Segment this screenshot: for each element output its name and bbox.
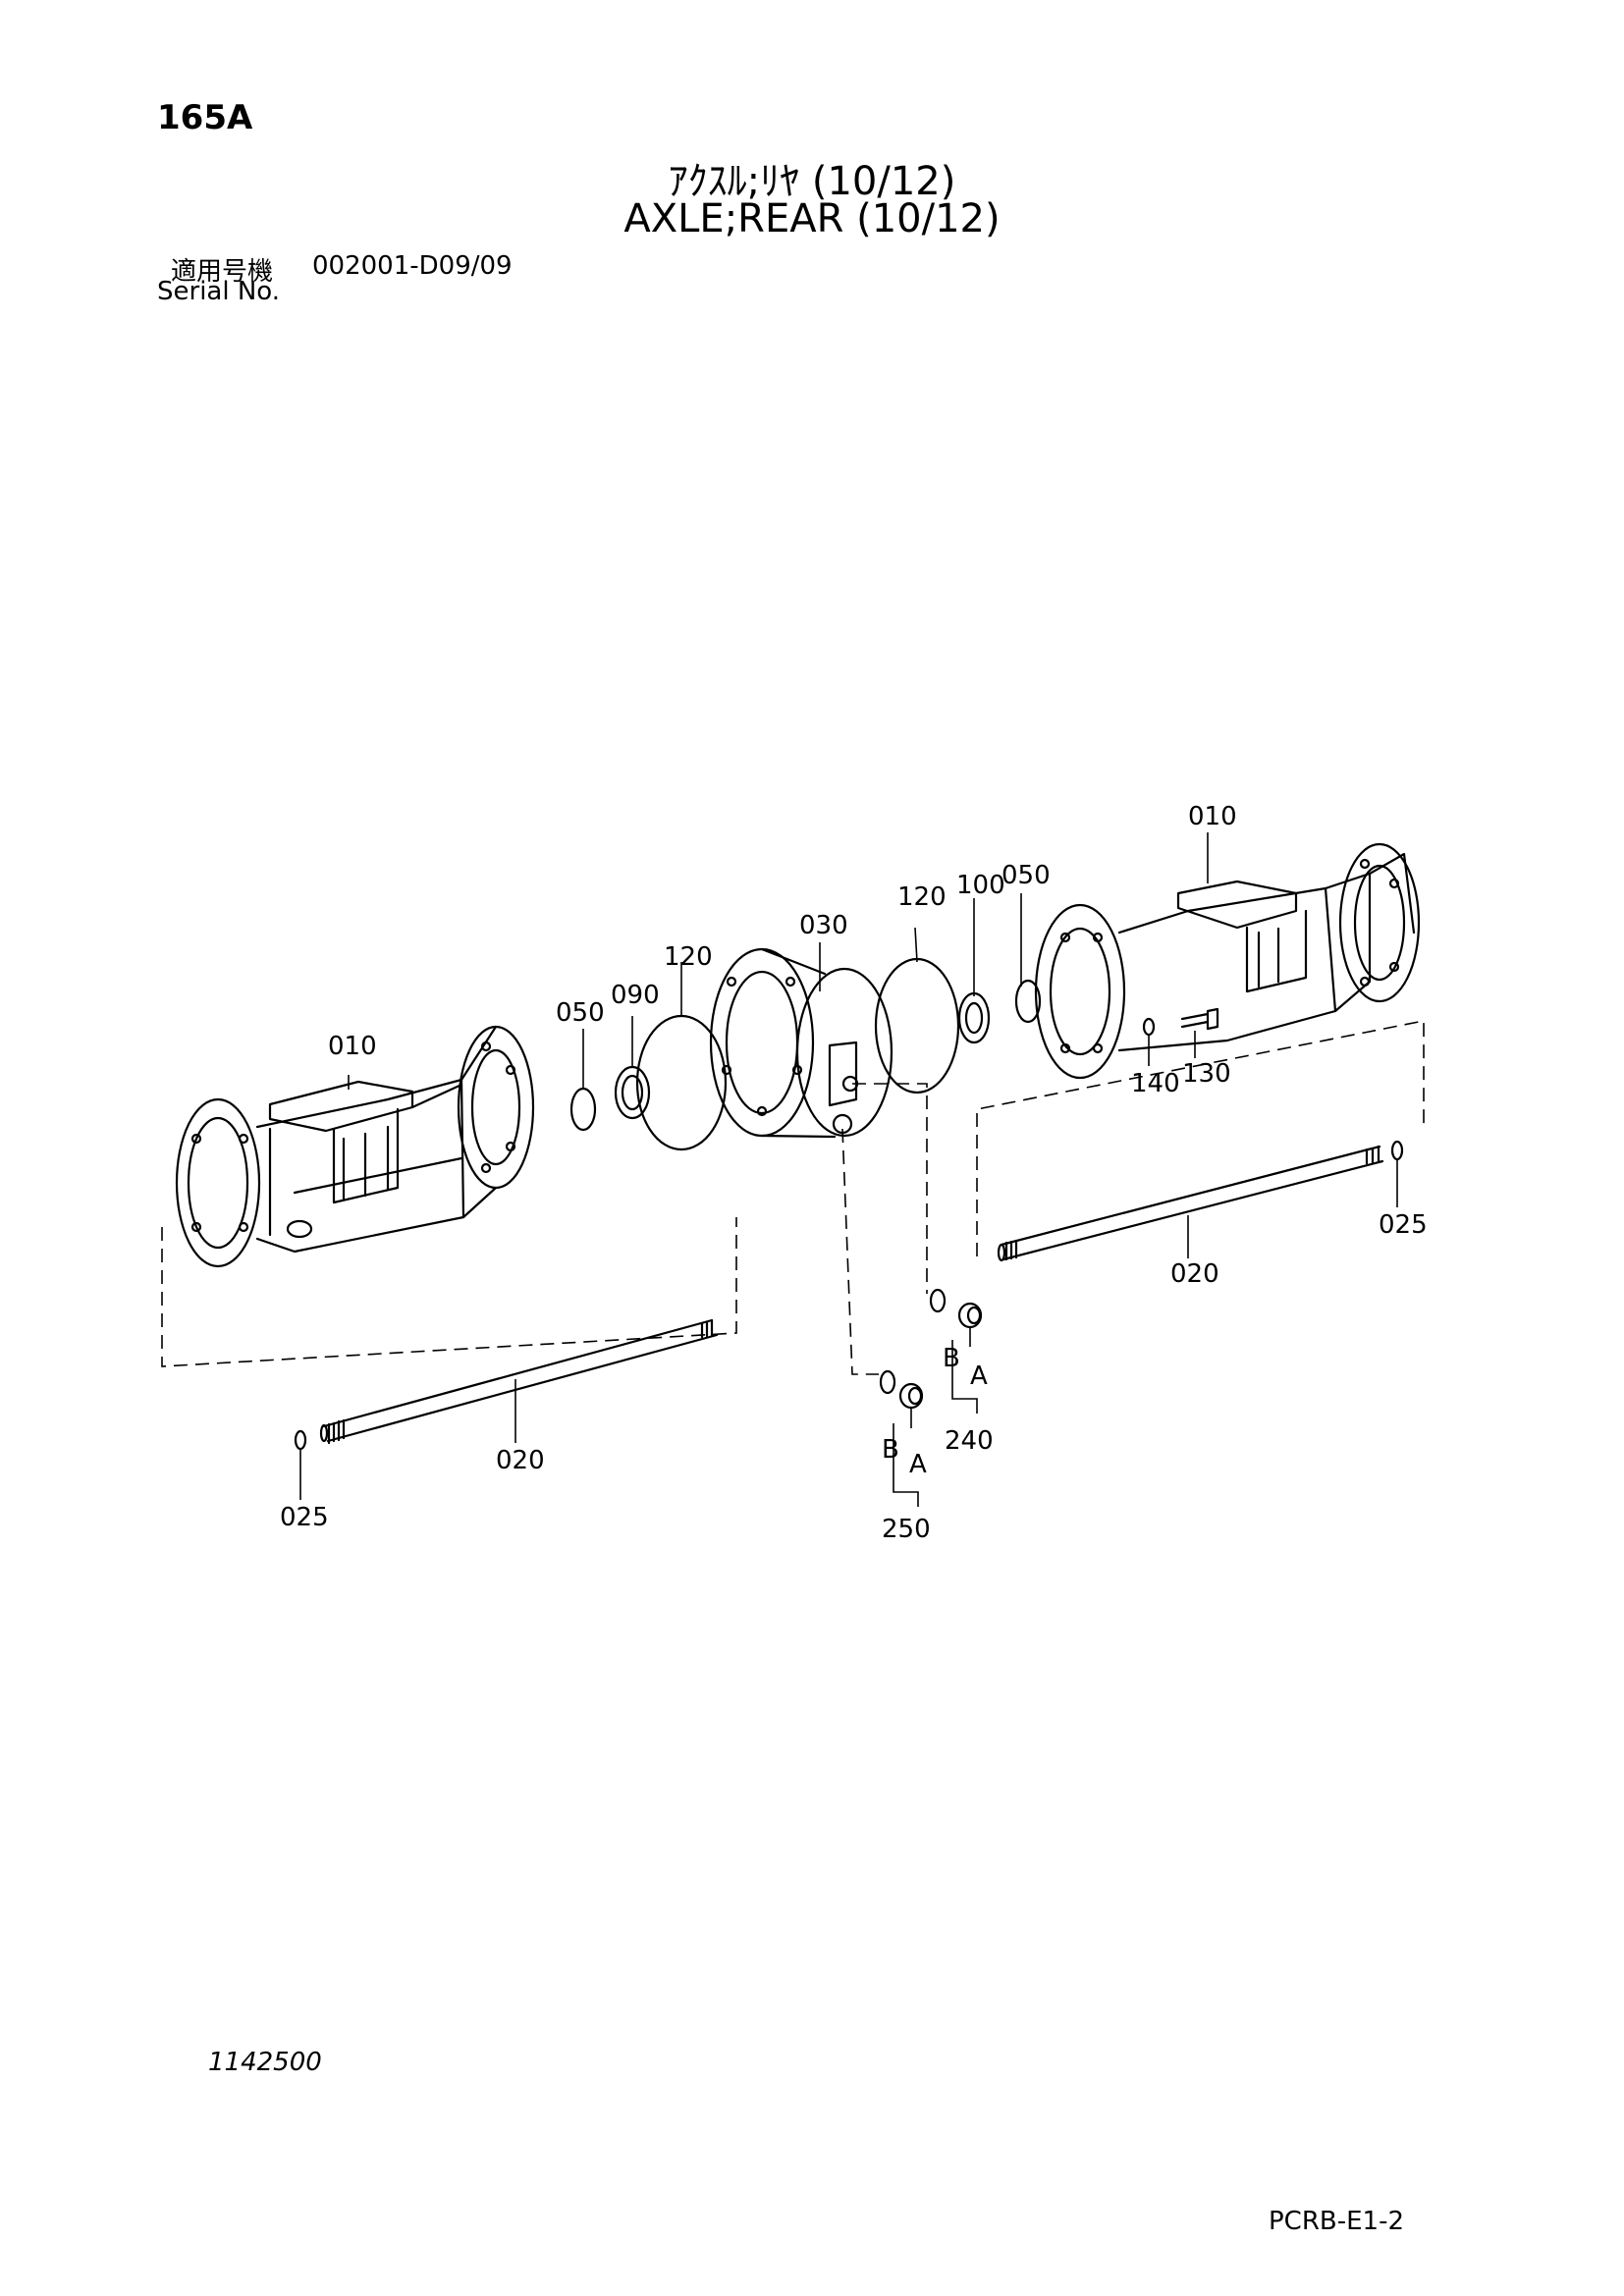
- callout-a-240: A: [970, 1362, 988, 1391]
- callout-025-right: 025: [1379, 1210, 1428, 1240]
- plug-240: [957, 1302, 983, 1329]
- callout-130: 130: [1182, 1059, 1231, 1089]
- axle-shaft-left: [319, 1318, 719, 1445]
- callout-120-right: 120: [897, 882, 947, 912]
- callout-120-left: 120: [664, 942, 713, 972]
- bearing-100: [957, 991, 991, 1044]
- page-number: 165A: [157, 98, 253, 137]
- axle-housing-right: [1034, 842, 1421, 1080]
- callout-020-left: 020: [496, 1446, 545, 1475]
- page-code: PCRB-E1-2: [1269, 2207, 1405, 2236]
- serial-number-value: 002001-D09/09: [312, 251, 513, 281]
- serial-label-japanese: 適用号機: [171, 257, 274, 287]
- callout-b-240: B: [943, 1344, 960, 1373]
- o-ring-250: [879, 1369, 896, 1395]
- seal-050-right: [1014, 979, 1042, 1024]
- washer-140: [1142, 1017, 1156, 1037]
- washer-025-right: [1390, 1140, 1404, 1161]
- callout-100: 100: [956, 871, 1005, 900]
- callout-030: 030: [799, 911, 848, 940]
- callout-050-left: 050: [556, 998, 605, 1028]
- callout-250: 250: [882, 1515, 931, 1544]
- callout-050-right: 050: [1001, 861, 1051, 890]
- axle-shaft-right: [997, 1145, 1384, 1262]
- title-japanese: ｱｸｽﾙ;ﾘﾔ (10/12): [668, 159, 956, 204]
- callout-240: 240: [945, 1426, 994, 1456]
- callout-b-250: B: [882, 1435, 899, 1465]
- serial-label-english: Serial No.: [157, 277, 280, 306]
- callout-020-right: 020: [1170, 1259, 1219, 1289]
- title-english: AXLE;REAR (10/12): [623, 196, 1001, 241]
- callout-090: 090: [611, 981, 660, 1010]
- o-ring-120-left: [635, 1014, 728, 1151]
- o-ring-240: [929, 1288, 947, 1313]
- callout-025-left: 025: [280, 1503, 329, 1532]
- axle-housing-left: [175, 1025, 535, 1268]
- plug-250: [898, 1382, 924, 1410]
- callout-010-left: 010: [328, 1032, 377, 1061]
- callout-a-250: A: [909, 1450, 927, 1479]
- bearing-090: [614, 1065, 651, 1120]
- seal-050-left: [569, 1087, 597, 1132]
- callout-140: 140: [1131, 1069, 1180, 1098]
- drawing-number: 1142500: [208, 2048, 322, 2077]
- washer-025-left: [294, 1429, 307, 1451]
- callout-010-right: 010: [1188, 802, 1237, 831]
- bolt-130: [1180, 1007, 1219, 1031]
- differential-carrier: [709, 947, 893, 1139]
